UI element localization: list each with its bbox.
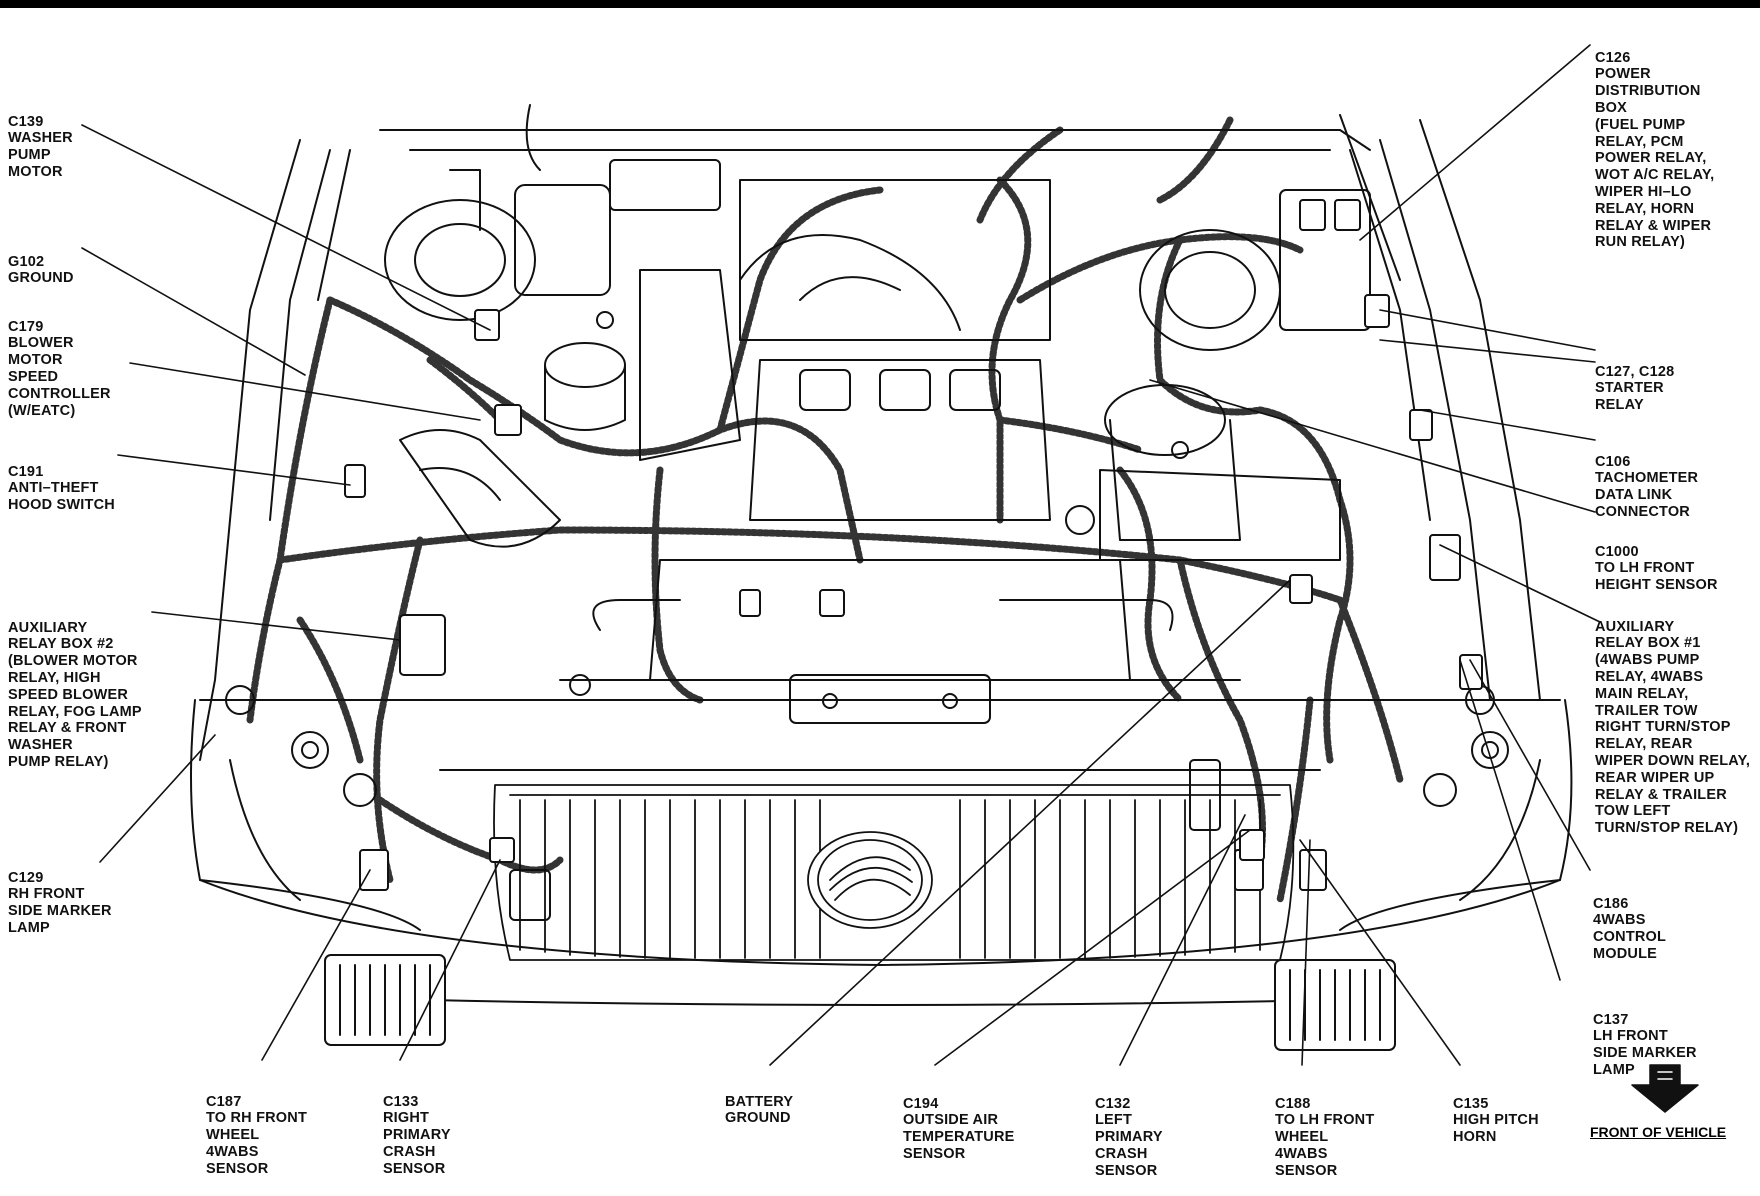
connectors (344, 294, 1483, 891)
top-border (0, 0, 1760, 8)
wiring-harness (246, 116, 1404, 904)
front-of-vehicle-label: FRONT OF VEHICLE (1590, 1124, 1727, 1140)
engine-compartment-drawing (81, 44, 1699, 1113)
grille (493, 784, 1295, 961)
front-arrow (1631, 1064, 1699, 1113)
leader-lines (81, 44, 1601, 1066)
